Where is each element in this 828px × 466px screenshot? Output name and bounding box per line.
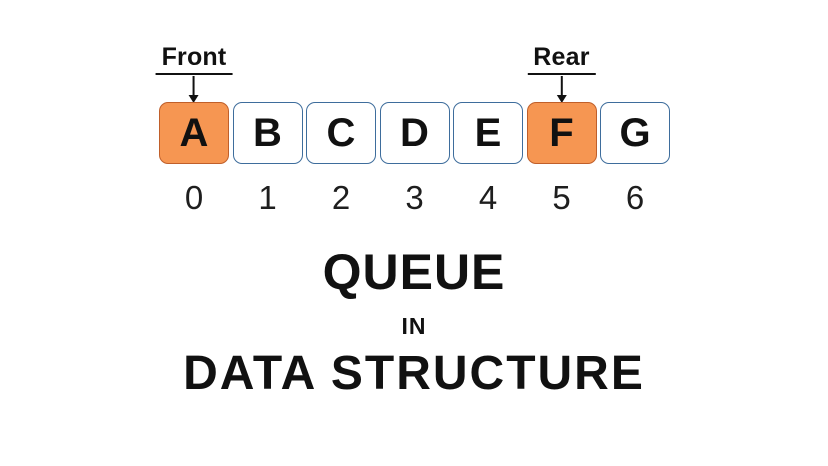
title-queue: QUEUE [322, 244, 506, 300]
index-label-3: 3 [405, 179, 424, 216]
index-label-5: 5 [552, 179, 571, 216]
rear-label: Rear [527, 45, 596, 75]
rear-arrow-down-icon [556, 95, 567, 103]
index-label-1: 1 [258, 179, 277, 216]
rear-arrow-shaft [560, 76, 563, 95]
queue-cell-e: E [453, 102, 523, 164]
queue-cell-b: B [232, 102, 303, 164]
index-label-2: 2 [331, 179, 351, 216]
title-in: IN [401, 313, 427, 339]
index-label-4: 4 [478, 179, 498, 216]
queue-cell-d: D [379, 102, 450, 164]
queue-indices: 0 1 2 3 4 5 6 [159, 181, 670, 214]
front-arrow-shaft [193, 76, 195, 95]
queue-cell-a: A [159, 102, 229, 164]
front-pointer: Front [155, 45, 233, 103]
index-label-0: 0 [184, 179, 204, 216]
title-data-structure: DATA STRUCTURE [183, 347, 645, 400]
front-arrow-down-icon [189, 95, 199, 103]
queue-cell-c: C [306, 102, 376, 164]
front-label: Front [155, 45, 233, 75]
index-label-6: 6 [625, 179, 645, 216]
rear-pointer: Rear [527, 45, 596, 103]
queue-cell-g: G [600, 102, 670, 164]
queue-cell-f: F [526, 102, 597, 164]
